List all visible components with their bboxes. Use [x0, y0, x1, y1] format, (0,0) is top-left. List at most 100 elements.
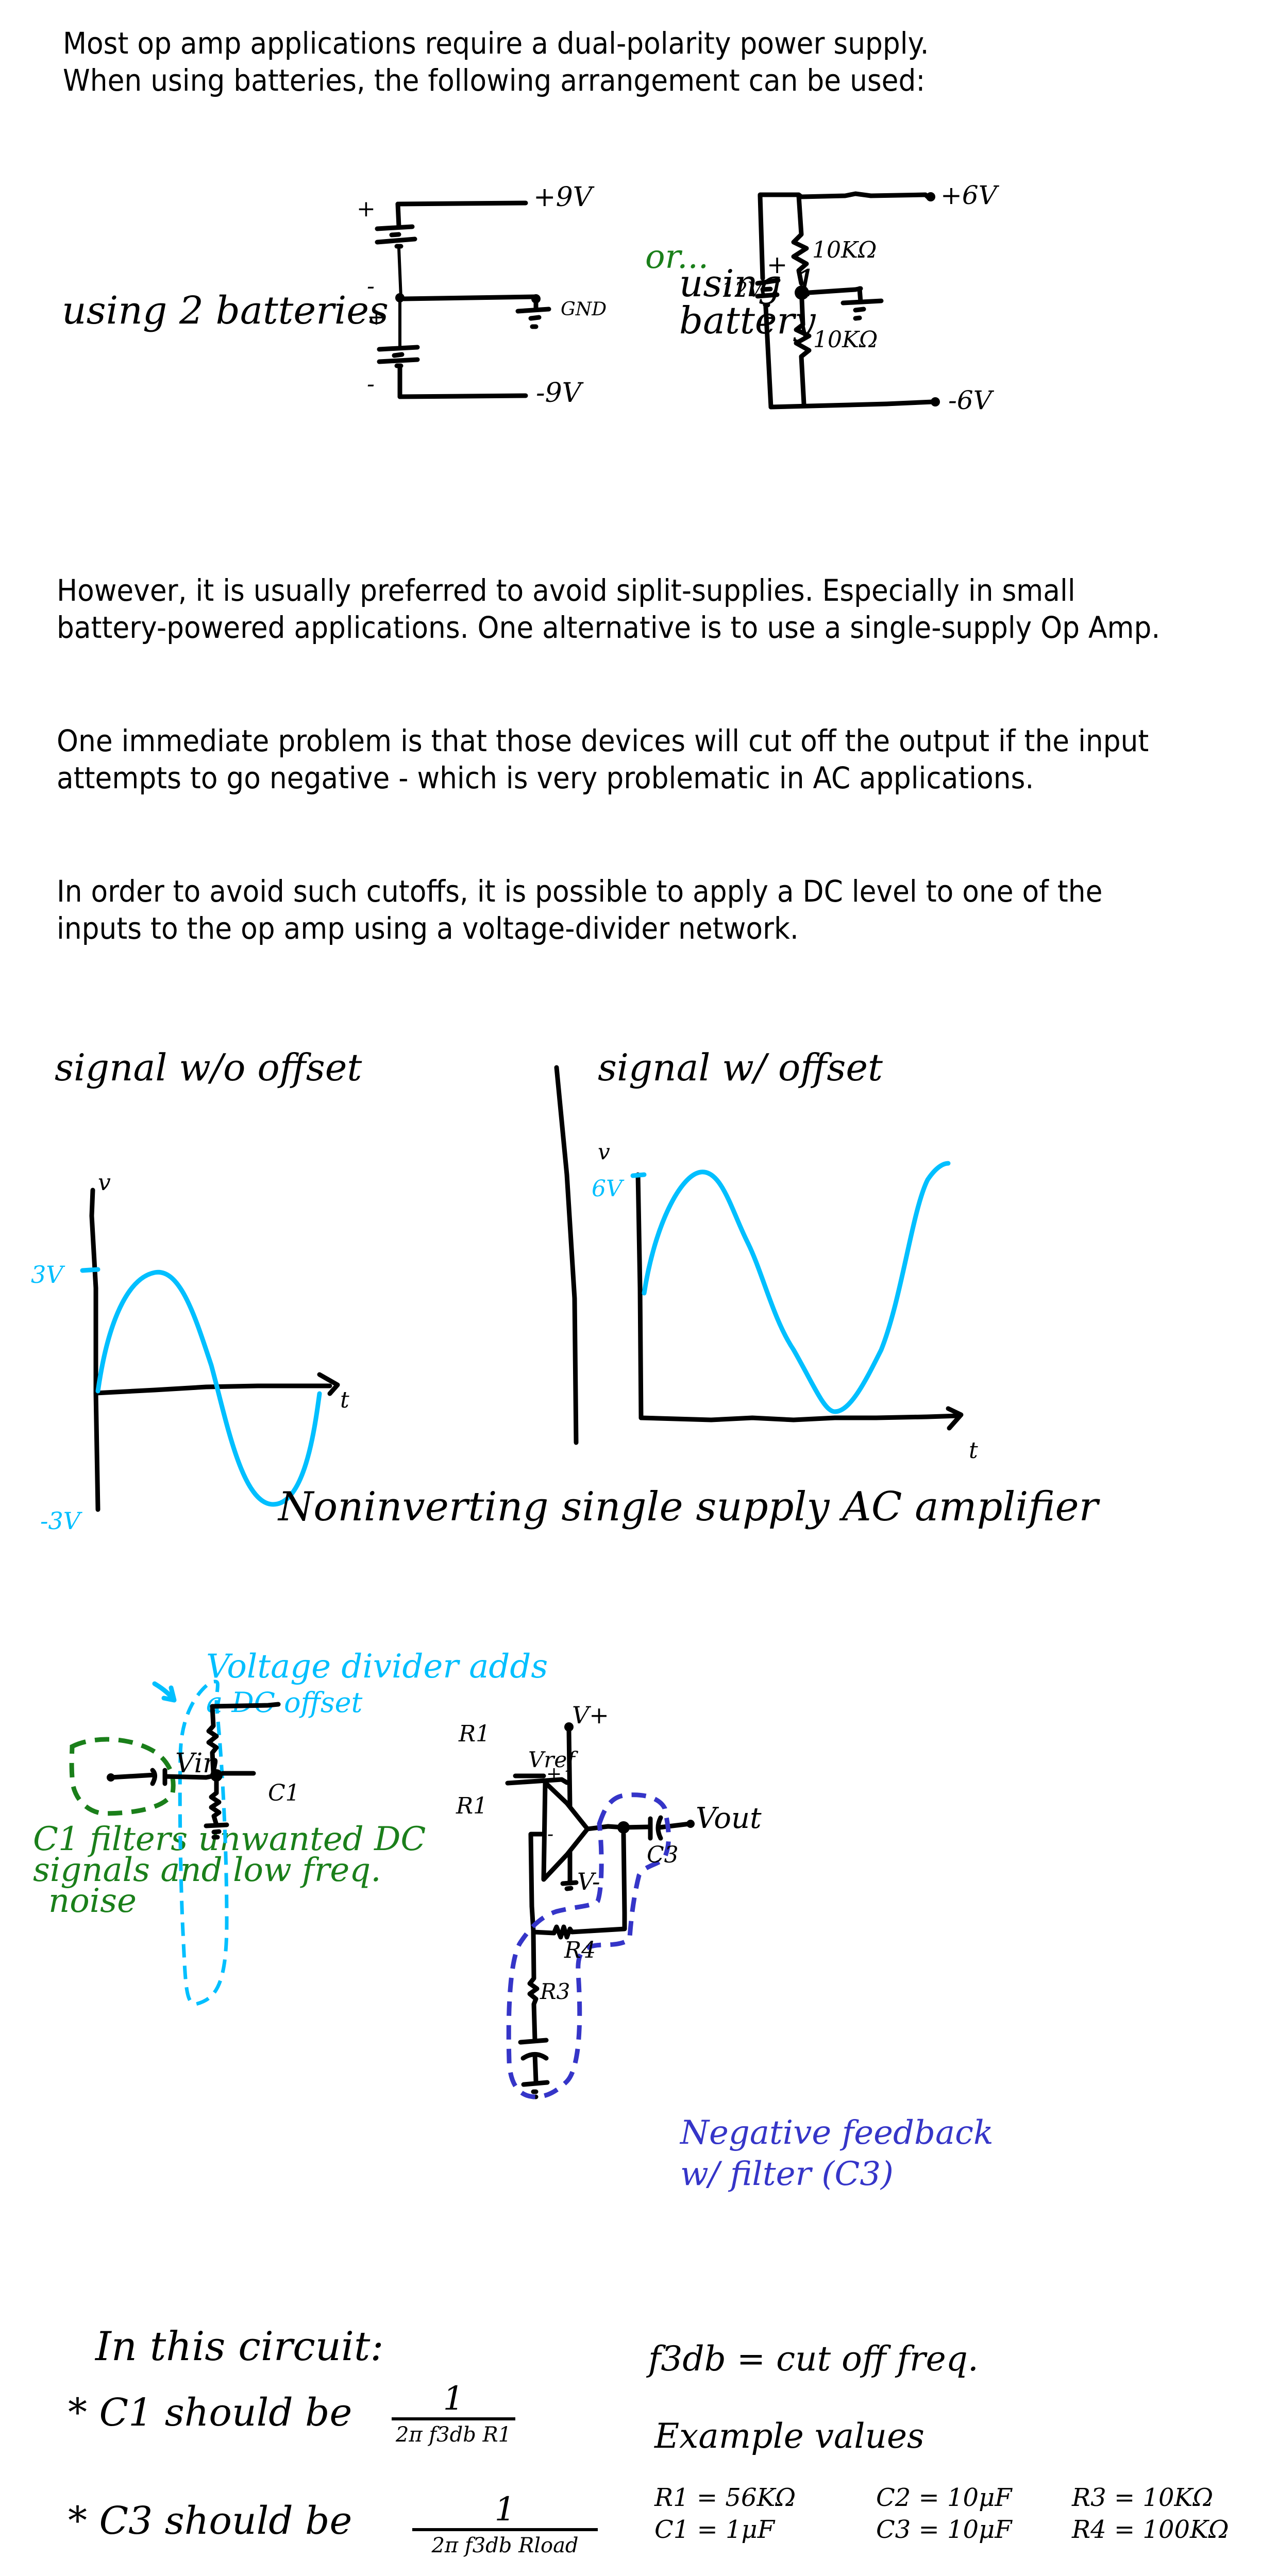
example-row: R1 = 56KΩ C2 = 10μF R3 = 10KΩ — [654, 2483, 1242, 2512]
split-supply-paragraph: However, it is usually preferred to avoi… — [57, 573, 1161, 645]
two-batteries-schematic: + - + - +9V GND -9V — [357, 182, 607, 409]
cutoff-paragraph: One immediate problem is that those devi… — [57, 723, 1149, 795]
one-battery-label-line2: battery — [679, 299, 816, 342]
intro-line-1: Most op amp applications require a dual-… — [63, 26, 929, 61]
v-pos-label: +9V — [533, 182, 595, 213]
two-batteries-label: using 2 batteries — [62, 289, 389, 333]
divider-region — [178, 1680, 229, 2006]
x-axis — [93, 1383, 332, 1396]
r1-top-resistor — [206, 1704, 219, 1775]
annotation-divider-line2: a DC offset — [206, 1686, 363, 1719]
min-label: -3V — [40, 1507, 83, 1535]
op-amp-triangle — [541, 1780, 590, 1882]
r1-top-label: R1 — [458, 1721, 490, 1747]
plus-input-sign: + — [546, 1764, 562, 1785]
annotation-arrow — [152, 1681, 177, 1703]
r-bottom-label: 10KΩ — [813, 327, 878, 353]
example-row: C1 = 1μF C3 = 10μF R4 = 100KΩ — [654, 2515, 1242, 2544]
bullet-icon: * — [68, 2391, 87, 2435]
y-axis — [635, 1172, 644, 1420]
annotation-feedback: Negative feedback w/ filter (C3) — [680, 2112, 994, 2195]
x-axis-label: t — [340, 1387, 349, 1413]
max-tick — [630, 1172, 647, 1178]
annotation-feedback-line1: Negative feedback — [680, 2114, 994, 2152]
v-neg-label: -6V — [948, 385, 995, 415]
example-value: R1 = 56KΩ — [654, 2483, 796, 2512]
divider-junction — [795, 285, 809, 300]
x-axis-label: t — [969, 1437, 978, 1464]
feedback-region — [506, 1792, 671, 2099]
example-value: C2 = 10μF — [876, 2483, 1012, 2512]
r1-bottom-resistor — [209, 1778, 222, 1827]
input-filter-region — [69, 1737, 176, 1816]
one-battery-label-line1: using 1 — [679, 262, 817, 305]
minus-bot-sign: - — [367, 371, 375, 397]
c3-rule: * C3 should be — [68, 2499, 352, 2543]
annotation-c1-line2: signals and low freq. — [33, 1851, 381, 1889]
c3-fraction: 1 2π f3db Rload — [412, 2491, 598, 2560]
annotation-feedback-line2: w/ filter (C3) — [680, 2155, 894, 2193]
r-top-label: 10KΩ — [812, 237, 877, 263]
plot-title: signal w/ offset — [598, 1046, 883, 1089]
sine-wave — [95, 1269, 322, 1507]
divider-line — [554, 1065, 579, 1445]
y-axis-label: v — [98, 1170, 111, 1196]
c1-label: C1 — [268, 1780, 300, 1806]
amplifier-core: Vin C1 R1 R1 Vref + - V+ V- C3 Vout R4 R… — [175, 1701, 762, 2099]
annotation-c1: C1 filters unwanted DC signals and low f… — [33, 1820, 426, 1920]
annotation-c1-line3: noise — [48, 1882, 137, 1920]
gnd-label: GND — [561, 299, 607, 320]
annotation-divider-line1: Voltage divider adds — [206, 1648, 548, 1686]
intro-paragraph: Most op amp applications require a dual-… — [63, 25, 1168, 99]
example-value: R3 = 10KΩ — [1072, 2483, 1214, 2512]
amplifier-circuit — [69, 1680, 281, 2006]
example-value: C3 = 10μF — [876, 2515, 1012, 2544]
ground-symbol — [515, 307, 551, 314]
max-tick — [80, 1267, 100, 1273]
plus-top-sign: + — [357, 196, 376, 222]
c3-label: C3 — [647, 1842, 679, 1868]
minus-input-wire — [528, 1832, 546, 1909]
vin-label: Vin — [175, 1748, 220, 1779]
or-label: or... — [645, 238, 709, 276]
battery-plus: + — [767, 250, 787, 279]
sine-plot-with-offset: v t 6V — [554, 1065, 978, 1464]
vplus-label: V+ — [572, 1701, 609, 1729]
x-axis — [638, 1413, 961, 1422]
c1-rule-text: C1 should be — [99, 2391, 352, 2435]
one-battery-schematic: + - 12V 10KΩ 10KΩ +6V -6V — [721, 180, 1000, 415]
c3-numerator: 1 — [412, 2491, 598, 2531]
example-heading: Example values — [654, 2416, 924, 2456]
r1-bottom-label: R1 — [456, 1793, 487, 1819]
r3-label: R3 — [540, 1979, 570, 2004]
notes-heading: In this circuit: — [95, 2324, 384, 2370]
c1-denominator: 2π f3db R1 — [395, 2423, 512, 2447]
x-arrow — [946, 1406, 964, 1431]
c1-curved-plate — [150, 1768, 157, 1786]
resistor-bottom — [794, 297, 812, 406]
r4-label: R4 — [564, 1937, 596, 1963]
annotation-divider: Voltage divider adds a DC offset — [206, 1649, 548, 1721]
dc-level-paragraph: In order to avoid such cutoffs, it is po… — [57, 874, 1103, 946]
minus-mid-sign: - — [367, 273, 375, 299]
bullet-icon: * — [68, 2499, 87, 2543]
vout-node — [686, 1820, 695, 1828]
c3-denominator: 2π f3db Rload — [431, 2534, 579, 2557]
f3db-definition: f3db = cut off freq. — [648, 2339, 979, 2379]
plus-mid-sign: + — [367, 304, 386, 330]
r3-resistor — [527, 1929, 540, 2043]
x-arrow — [317, 1372, 340, 1396]
intro-line-2: When using batteries, the following arra… — [63, 63, 926, 98]
resistor-top — [791, 193, 809, 286]
c1-fraction: 1 2π f3db R1 — [392, 2380, 515, 2449]
v-pos-label: +6V — [940, 180, 1000, 210]
example-value: C1 = 1μF — [654, 2515, 775, 2544]
vref-label: Vref — [528, 1747, 578, 1772]
battery-voltage: 12V — [721, 278, 765, 302]
annotation-c1-line1: C1 filters unwanted DC — [33, 1820, 426, 1858]
max-label: 6V — [592, 1176, 625, 1202]
vminus-label: V- — [577, 1868, 600, 1895]
c1-rule: * C1 should be — [68, 2391, 352, 2435]
r4-resistor — [531, 1910, 627, 1940]
